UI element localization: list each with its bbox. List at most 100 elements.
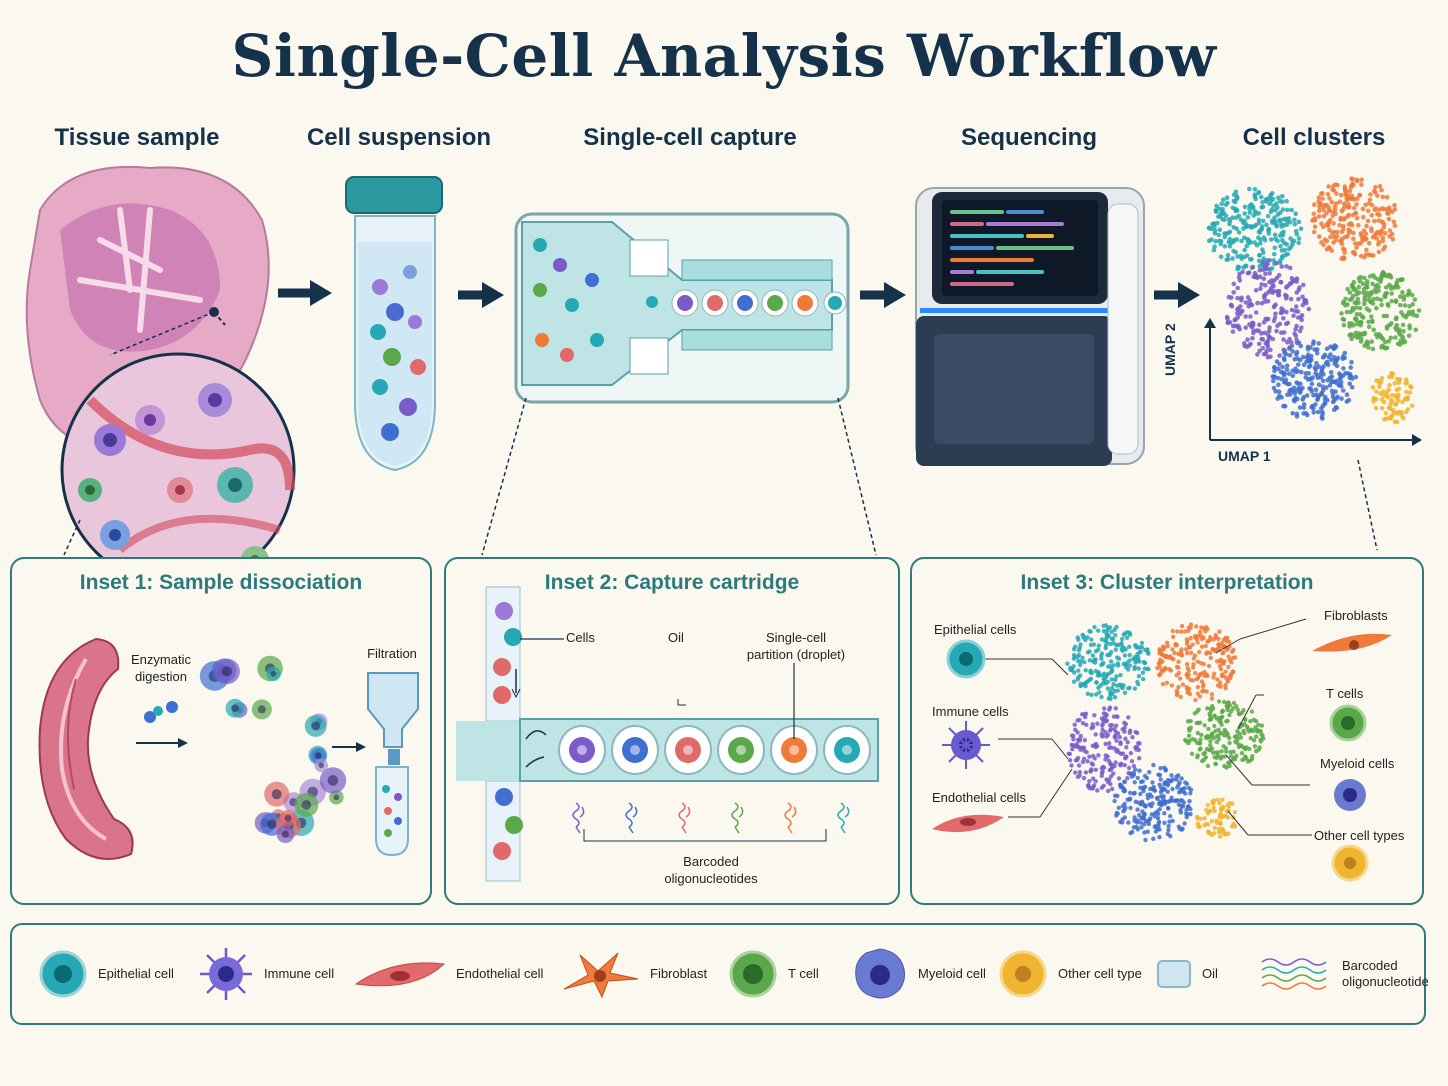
umap-dot-myeloid xyxy=(1280,364,1285,370)
cluster-dot-epithelial xyxy=(1100,672,1106,678)
umap-dot-myeloid xyxy=(1290,349,1295,354)
cluster-dot-other xyxy=(1217,801,1222,806)
cluster-dot-epithelial xyxy=(1092,660,1098,665)
cluster-dot-other xyxy=(1220,826,1225,831)
cluster-dot-tcell xyxy=(1198,746,1203,751)
cluster-dot-myeloid xyxy=(1176,773,1181,778)
umap-dot-epithelial xyxy=(1279,248,1285,253)
umap-dot-fibroblast xyxy=(1386,216,1392,222)
cluster-dot-myeloid xyxy=(1127,796,1133,801)
inset-sample-dissociation: Inset 1: Sample dissociation Enzymatic d… xyxy=(10,557,432,905)
umap-dot-immune xyxy=(1281,337,1286,342)
umap-dot-fibroblast xyxy=(1320,196,1325,201)
umap-dot-tcell xyxy=(1394,323,1400,328)
cluster-dot-fibroblast xyxy=(1201,682,1206,687)
cluster-dot-immune xyxy=(1128,751,1134,756)
droplet-nucleus xyxy=(736,745,746,755)
umap-dot-other xyxy=(1405,395,1411,400)
cluster-dot-myeloid xyxy=(1173,798,1179,803)
cluster-dot-epithelial xyxy=(1111,641,1116,646)
cluster-dot-myeloid xyxy=(1132,790,1137,796)
umap-dot-tcell xyxy=(1371,327,1376,333)
umap-dot-fibroblast xyxy=(1360,238,1365,244)
umap-dot-fibroblast xyxy=(1340,246,1346,251)
umap-dot-epithelial xyxy=(1282,240,1287,246)
cluster-dot-immune xyxy=(1100,727,1105,732)
umap-dot-myeloid xyxy=(1335,355,1341,361)
umap-dot-tcell xyxy=(1373,284,1379,289)
umap-dot-fibroblast xyxy=(1391,219,1397,225)
cluster-dot-tcell xyxy=(1211,736,1216,741)
cluster-dot-myeloid xyxy=(1141,816,1147,821)
cluster-dot-tcell xyxy=(1203,735,1209,740)
umap-dot-fibroblast xyxy=(1349,176,1354,181)
cluster-dot-epithelial xyxy=(1089,637,1094,642)
cluster-dot-tcell xyxy=(1234,704,1239,709)
cluster-dot-tcell xyxy=(1186,733,1192,738)
cluster-dot-epithelial xyxy=(1120,636,1125,642)
cluster-dot-myeloid xyxy=(1140,779,1145,784)
cluster-dot-fibroblast xyxy=(1160,682,1166,687)
cluster-dot-epithelial xyxy=(1069,668,1075,673)
umap-dot-tcell xyxy=(1408,311,1414,317)
umap-dot-fibroblast xyxy=(1335,229,1340,235)
cluster-dot-immune xyxy=(1093,732,1098,737)
umap-dot-fibroblast xyxy=(1354,202,1359,207)
cluster-dot-fibroblast xyxy=(1220,672,1225,677)
cluster-dot-tcell xyxy=(1225,731,1230,736)
cluster-dot-epithelial xyxy=(1127,685,1132,690)
cluster-dot-immune xyxy=(1083,770,1089,775)
umap-dot-tcell xyxy=(1370,281,1375,287)
tissue-slice-illustration xyxy=(38,637,134,860)
cluster-dot-immune xyxy=(1114,738,1119,743)
umap-dot-other xyxy=(1382,417,1387,422)
umap-dot-epithelial xyxy=(1217,227,1223,232)
umap-dot-myeloid xyxy=(1309,381,1315,387)
cluster-dot-fibroblast xyxy=(1188,635,1193,641)
cluster-dot-tcell xyxy=(1216,699,1222,704)
umap-dot-epithelial xyxy=(1239,238,1244,244)
cluster-dot-epithelial xyxy=(1141,676,1146,682)
umap-x-label: UMAP 1 xyxy=(1218,448,1271,464)
cluster-dot-epithelial xyxy=(1109,667,1114,672)
cluster-dot-fibroblast xyxy=(1194,624,1199,629)
barcode-oligo xyxy=(784,802,797,834)
cluster-dot-fibroblast xyxy=(1228,675,1233,681)
umap-dot-tcell xyxy=(1389,291,1394,296)
umap-dot-tcell xyxy=(1351,279,1357,285)
umap-dot-fibroblast xyxy=(1385,211,1391,216)
cluster-dot-immune xyxy=(1111,771,1116,776)
umap-dot-epithelial xyxy=(1234,208,1239,213)
umap-dot-tcell xyxy=(1367,274,1373,279)
umap-dot-other xyxy=(1379,405,1385,411)
umap-dot-epithelial xyxy=(1226,217,1232,222)
cluster-dot-epithelial xyxy=(1109,677,1114,682)
cluster-dot-fibroblast xyxy=(1179,653,1185,658)
cluster-dot-tcell xyxy=(1212,723,1217,729)
cluster-dot-fibroblast xyxy=(1225,635,1230,641)
legend-label-endothelial: Endothelial cell xyxy=(456,966,544,981)
cluster-dot-fibroblast xyxy=(1195,675,1201,681)
umap-dot-immune xyxy=(1250,320,1256,326)
cluster-dot-myeloid xyxy=(1165,831,1170,837)
umap-dot-fibroblast xyxy=(1379,228,1384,234)
umap-dot-epithelial xyxy=(1256,235,1261,240)
cluster-dot-tcell xyxy=(1244,755,1249,761)
umap-dot-fibroblast xyxy=(1376,218,1382,223)
umap-dot-epithelial xyxy=(1292,217,1297,223)
umap-dot-myeloid xyxy=(1315,409,1321,415)
umap-dot-fibroblast xyxy=(1365,218,1371,224)
cluster-dot-tcell xyxy=(1213,728,1218,734)
umap-dot-fibroblast xyxy=(1379,206,1385,211)
cluster-dot-other xyxy=(1204,807,1209,813)
umap-dot-fibroblast xyxy=(1363,252,1369,257)
cluster-dot-fibroblast xyxy=(1209,692,1215,697)
umap-dot-tcell xyxy=(1358,320,1363,326)
umap-dot-myeloid xyxy=(1325,359,1330,365)
cluster-dot-tcell xyxy=(1210,704,1215,709)
umap-dot-immune xyxy=(1238,304,1243,309)
cluster-dot-tcell xyxy=(1225,705,1230,710)
umap-dot-myeloid xyxy=(1324,385,1329,390)
cluster-dot-fibroblast xyxy=(1173,642,1179,648)
cluster-dot-immune xyxy=(1134,744,1139,749)
